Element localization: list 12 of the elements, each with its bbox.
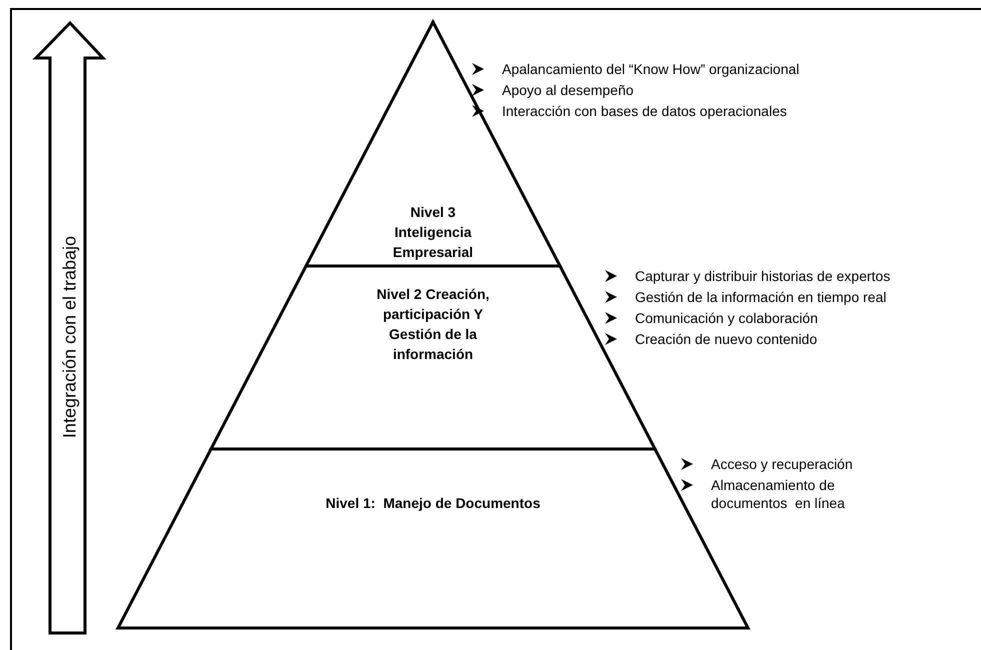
bullet-text: Creación de nuevo contenido [635, 331, 818, 347]
bullet-text: Interacción con bases de datos operacionales [502, 103, 787, 119]
bullet-text: Gestión de la información en tiempo real [635, 289, 886, 305]
bullet-text: Apalancamiento del “Know How” organizacional [502, 61, 800, 77]
bullet-text: Capturar y distribuir historias de expertos [635, 268, 890, 284]
tier-title: Nivel 1: Manejo de Documentos [324, 494, 542, 513]
bullet-text: Almacenamiento de documentos en línea [711, 477, 845, 511]
tier-title: Nivel 3 Inteligencia Empresarial [392, 203, 474, 262]
bullet-text: Comunicación y colaboración [635, 310, 818, 326]
bullet-text: Acceso y recuperación [711, 456, 853, 472]
bullet-text: Apoyo al desempeño [502, 82, 634, 98]
tier-title: Nivel 2 Creación, participación Y Gestión de la información [376, 285, 490, 364]
